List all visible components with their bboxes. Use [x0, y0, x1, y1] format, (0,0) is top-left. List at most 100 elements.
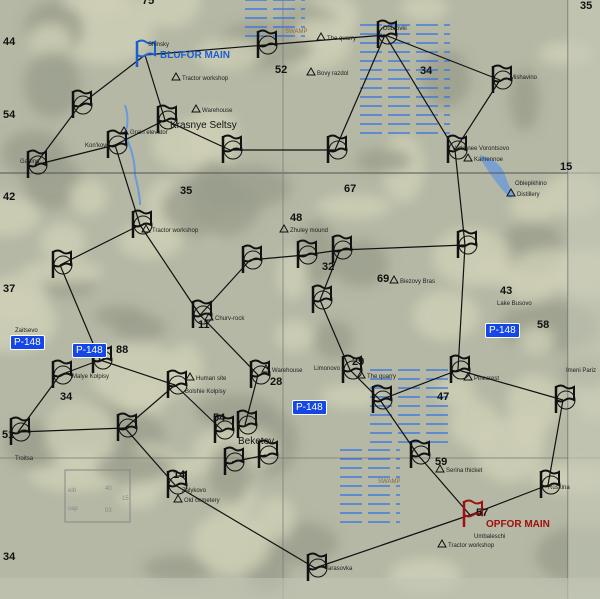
route-line: [99, 359, 176, 386]
route-line: [124, 427, 176, 486]
legend-box-text: 03: [105, 508, 112, 514]
landmark-triangle-icon: [141, 223, 151, 233]
swamp-label: SWAMP: [378, 479, 400, 485]
grid-number: 54: [213, 412, 226, 424]
blufor-base-label: BLUFOR MAIN: [160, 50, 230, 61]
objective-flag-icon[interactable]: [249, 359, 272, 389]
grid-number: 32: [322, 261, 334, 273]
place-name: Beketov: [238, 436, 274, 447]
blufor-main-flag-icon[interactable]: [135, 39, 156, 68]
landmark-label: Churv-rock: [215, 316, 245, 322]
landmark-label: Zhuley mound: [290, 228, 328, 234]
route-line: [144, 44, 266, 56]
landmark-triangle-icon: [261, 363, 271, 373]
place-name: Imeni Pariz: [566, 368, 596, 374]
road-sign-p148: P-148: [485, 323, 520, 338]
objective-flag-icon[interactable]: [326, 134, 349, 164]
route-line: [339, 244, 466, 251]
route-line: [454, 149, 466, 246]
landmark-triangle-icon: [185, 371, 195, 381]
grid-number: 54: [3, 109, 16, 121]
place-name: Verkhnee Vorontsovo: [452, 146, 510, 152]
place-name: Oblepikhino: [515, 181, 547, 187]
landmark-triangle-icon: [389, 274, 399, 284]
route-line: [17, 427, 126, 433]
objective-flag-icon[interactable]: [311, 284, 334, 314]
lake: [480, 155, 515, 198]
landmark-label: Warehouse: [272, 368, 303, 374]
landmark-triangle-icon: [316, 31, 326, 41]
road-sign-p148: P-148: [72, 343, 107, 358]
grid-number: 28: [270, 376, 282, 388]
place-name: Limonovo: [314, 366, 341, 372]
grid-number: 58: [537, 319, 549, 331]
grid-number: 48: [290, 212, 302, 224]
landmark-label: Tractor workshop: [152, 228, 199, 234]
river: [123, 104, 141, 206]
place-name: Bolshie Kolpisy: [185, 389, 226, 395]
place-name: Zaitsevo: [15, 328, 38, 334]
legend-box: [64, 469, 131, 523]
landmark-triangle-icon: [191, 103, 201, 113]
landmark-label: Grain elevator: [130, 130, 168, 136]
swamp-label: SWAMP: [285, 29, 307, 35]
landmark-label: Old cemetery: [184, 498, 220, 504]
route-line: [379, 369, 459, 401]
landmark-triangle-icon: [306, 66, 316, 76]
grid-number: 14: [173, 469, 186, 481]
landmark-label: Bovy razdol: [317, 71, 348, 77]
route-line: [384, 34, 501, 81]
landmark-triangle-icon: [204, 311, 214, 321]
landmark-triangle-icon: [506, 187, 516, 197]
route-line: [59, 224, 141, 266]
route-line: [144, 54, 166, 121]
objective-flag-icon[interactable]: [241, 244, 264, 274]
place-name: Kon'kovo: [85, 143, 110, 149]
route-line: [114, 119, 166, 146]
grid-number: 52: [275, 64, 287, 76]
place-name: Gadino: [20, 159, 40, 165]
landmark-label: Distillery: [517, 192, 540, 198]
grid-number: 69: [377, 273, 389, 285]
landmark-label: Human site: [196, 376, 227, 382]
grid-number: 35: [180, 185, 192, 197]
grid-number: 34: [420, 65, 433, 77]
landmark-triangle-icon: [171, 71, 181, 81]
place-name: Krasnye Seltsy: [170, 120, 237, 131]
opfor-main-flag-icon[interactable]: [462, 499, 483, 528]
landmark-triangle-icon: [279, 223, 289, 233]
place-name: Zalykovo: [182, 488, 207, 494]
landmark-label: Biezovy Bras: [400, 279, 435, 285]
route-line: [334, 34, 386, 151]
place-name: Shinsky: [148, 42, 169, 48]
grid-number: 35: [580, 0, 592, 12]
swamp-areas: [245, 0, 450, 523]
legend-box-text: 15: [122, 496, 129, 502]
landmark-triangle-icon: [119, 125, 129, 135]
route-line: [457, 369, 564, 401]
grid-number: 59: [435, 456, 447, 468]
grid-number: 47: [437, 391, 449, 403]
grid-number: 67: [344, 183, 356, 195]
place-name: Dubrovki: [383, 26, 407, 32]
grid-number: 29: [352, 356, 364, 368]
route-line: [314, 514, 471, 569]
legend-box-text: 40: [105, 486, 112, 492]
route-line: [139, 224, 201, 316]
landmark-label: Kamennoe: [474, 157, 504, 163]
landmark-triangle-icon: [463, 152, 473, 162]
grid-number: 37: [3, 283, 15, 295]
grid-number: 43: [500, 285, 512, 297]
route-line: [34, 144, 116, 166]
landmark-label: Tractor workshop: [448, 543, 495, 549]
objective-flag-icon[interactable]: [409, 439, 432, 469]
place-name: Troitsa: [15, 456, 34, 462]
grid-number: 34: [3, 551, 16, 563]
objective-flag-icon[interactable]: [51, 359, 74, 389]
landmark-label: Serina thicket: [446, 468, 483, 474]
landmark-label: The quarry: [327, 36, 356, 42]
legend-box-text: elb: [68, 488, 77, 494]
